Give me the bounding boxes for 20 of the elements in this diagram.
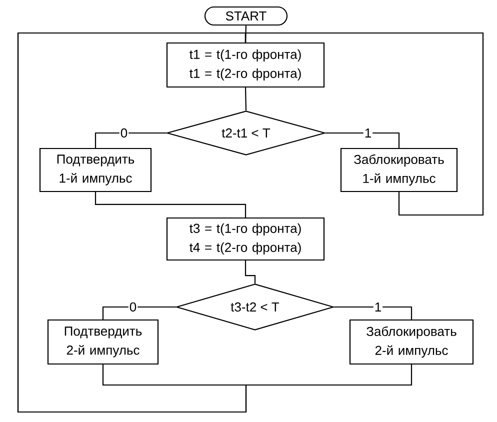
process-box: t1 = t(1-го фронта) t1 = t(2-го фронта) <box>166 42 325 88</box>
edge-label: 1 <box>363 128 373 138</box>
edge-label: 1 <box>373 302 383 312</box>
process-box: Подтвердить 2-й импульс <box>47 319 159 365</box>
connector-line <box>94 132 166 148</box>
process-box: Подтвердить 1-й импульс <box>39 148 152 192</box>
connector-line <box>244 260 256 284</box>
connector-line <box>94 192 246 218</box>
edge-label: 0 <box>119 127 129 139</box>
connector-line <box>17 32 412 413</box>
connector-line <box>244 88 247 110</box>
connector-line <box>244 32 484 216</box>
process-box: t3 = t(1-го фронта) t4 = t(2-го фронта) <box>166 217 325 261</box>
process-box: Заблокировать 2-й импульс <box>349 319 474 365</box>
connector-line <box>334 306 412 320</box>
edge-label: 0 <box>128 301 138 313</box>
connector-line <box>102 306 176 320</box>
start-terminal: START <box>204 6 288 26</box>
process-box: Заблокировать 1-й импульс <box>340 148 458 192</box>
connector-line <box>326 132 400 148</box>
